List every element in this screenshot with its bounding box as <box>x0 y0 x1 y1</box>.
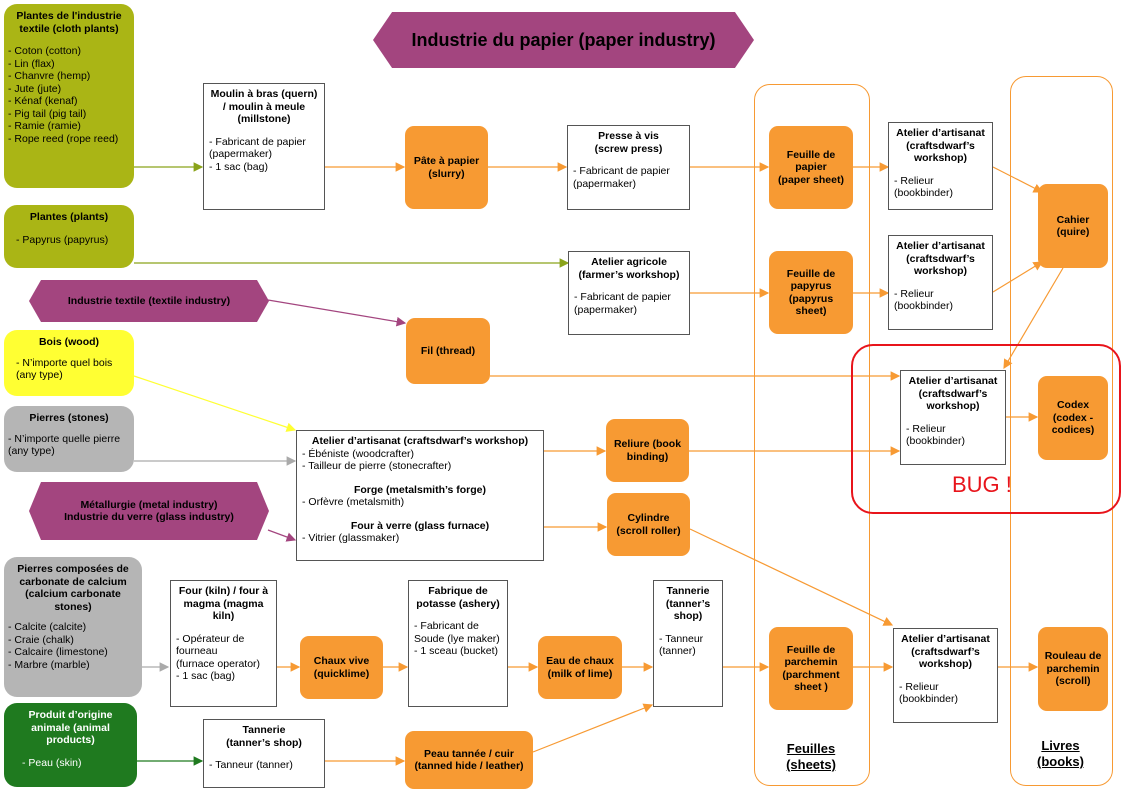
product-book-binding: Reliure (book binding) <box>606 419 689 482</box>
workshop-title: Atelier d’artisanat (craftsdwarf’s works… <box>896 127 985 164</box>
forge-items: - Orfèvre (metalsmith) <box>302 496 405 508</box>
product-slurry: Pâte à papier (slurry) <box>405 126 488 209</box>
edge-textile-to-thread <box>267 299 407 327</box>
workshop-title: Tannerie (tanner’s shop) <box>665 585 711 622</box>
edge-craft1-to-quire <box>992 166 1044 193</box>
workshop-items: - Relieur (bookbinder) <box>899 680 958 706</box>
source-title: Produit d’origine animale (animal produc… <box>28 709 113 746</box>
workshop-title: Atelier agricole (farmer’s workshop) <box>578 256 680 281</box>
workshop-items: - Fabricant de Soude (lye maker) - 1 sce… <box>414 620 500 657</box>
workshop-items: - Relieur (bookbinder) <box>906 422 965 448</box>
product-quire: Cahier (quire) <box>1038 184 1108 268</box>
source-title: Plantes (plants) <box>29 211 109 223</box>
furnace-items: - Vitrier (glassmaker) <box>302 532 400 544</box>
workshop-craftsdwarf-3: Atelier d’artisanat (craftsdwarf’s works… <box>900 370 1006 465</box>
source-metal-glass-industry: Métallurgie (metal industry) Industrie d… <box>29 482 269 540</box>
bug-highlight <box>851 344 1121 514</box>
workshop-craftsdwarf-1: Atelier d’artisanat (craftsdwarf’s works… <box>888 122 993 210</box>
workshop-title: Moulin à bras (quern) / moulin à meule (… <box>210 88 318 125</box>
source-calcium-carbonate: Pierres composées de carbonate de calciu… <box>4 557 142 697</box>
workshop-kiln: Four (kiln) / four à magma (magma kiln) … <box>170 580 277 707</box>
workshop-ashery: Fabrique de potasse (ashery) - Fabricant… <box>408 580 508 707</box>
workshop-title: Atelier d’artisanat (craftsdwarf’s works… <box>901 633 990 670</box>
source-items: - N’importe quel bois (any type) <box>16 356 113 382</box>
product-tanned-hide: Peau tannée / cuir (tanned hide / leathe… <box>405 731 533 789</box>
product-paper-sheet: Feuille de papier (paper sheet) <box>769 126 853 209</box>
product-papyrus-sheet: Feuille de papyrus (papyrus sheet) <box>769 251 853 334</box>
bug-label: BUG ! <box>952 472 1012 497</box>
workshop-items: - Opérateur de fourneau (furnace operato… <box>176 632 261 683</box>
source-items: - Papyrus (papyrus) <box>16 233 109 246</box>
workshop-title: Four (kiln) / four à magma (magma kiln) <box>178 585 269 622</box>
source-textile-industry: Industrie textile (textile industry) <box>29 280 269 322</box>
product-parchment-sheet: Feuille de parchemin (parchment sheet ) <box>769 627 853 710</box>
page-title: Industrie du papier (paper industry) <box>373 12 754 68</box>
workshop-tanner-top: Tannerie (tanner’s shop) - Tanneur (tann… <box>653 580 723 707</box>
sheets-column <box>754 84 870 786</box>
workshop-items: - Fabricant de papier (papermaker) - 1 s… <box>209 135 306 173</box>
source-items: - Peau (skin) <box>22 756 82 769</box>
source-cloth-plants: Plantes de l'industrie textile (cloth pl… <box>4 4 134 188</box>
workshop-craftsdwarf-main: Atelier d’artisanat (craftsdwarf’s works… <box>296 430 544 561</box>
source-title: Pierres (stones) <box>29 412 109 424</box>
workshop-quern: Moulin à bras (quern) / moulin à meule (… <box>203 83 325 210</box>
product-quicklime: Chaux vive (quicklime) <box>300 636 383 699</box>
source-items: - Calcite (calcite) - Craie (chalk) - Ca… <box>8 621 108 671</box>
sheets-column-label: Feuilles (sheets) <box>786 741 836 772</box>
source-animal-products: Produit d’origine animale (animal produc… <box>4 703 137 787</box>
source-title: Plantes de l'industrie textile (cloth pl… <box>16 10 122 35</box>
forge-title: Forge (metalsmith’s forge) <box>353 483 487 496</box>
workshop-items: - Tanneur (tanner) <box>209 759 293 771</box>
source-wood: Bois (wood) - N’importe quel bois (any t… <box>4 330 134 396</box>
workshop-title: Fabrique de potasse (ashery) <box>416 585 500 610</box>
edge-roller-to-craft4 <box>689 528 894 626</box>
workshop-title: Atelier d’artisanat (craftsdwarf’s works… <box>896 240 985 277</box>
workshop-title: Presse à vis (screw press) <box>594 130 663 155</box>
workshop-craftsdwarf-4: Atelier d’artisanat (craftsdwarf’s works… <box>893 628 998 723</box>
source-items: - N’importe quelle pierre (any type) <box>8 432 121 458</box>
source-title: Bois (wood) <box>38 336 100 348</box>
source-title: Pierres composées de carbonate de calciu… <box>17 563 129 613</box>
workshop-farmer: Atelier agricole (farmer’s workshop) - F… <box>568 251 690 335</box>
product-scroll-roller: Cylindre (scroll roller) <box>607 493 690 556</box>
edge-wood-to-craft <box>133 375 297 432</box>
source-items: - Coton (cotton) - Lin (flax) - Chanvre … <box>8 45 119 145</box>
workshop-items: - Fabricant de papier (papermaker) <box>573 165 670 190</box>
workshop-craftsdwarf-2: Atelier d’artisanat (craftsdwarf’s works… <box>888 235 993 330</box>
workshop-items: - Relieur (bookbinder) <box>894 174 953 200</box>
workshop-tanner-bottom: Tannerie (tanner’s shop) - Tanneur (tann… <box>203 719 325 788</box>
workshop-items: - Ébéniste (woodcrafter) - Tailleur de p… <box>302 447 452 473</box>
workshop-items: - Fabricant de papier (papermaker) <box>574 291 671 316</box>
workshop-screw-press: Presse à vis (screw press) - Fabricant d… <box>567 125 690 210</box>
workshop-title: Atelier d’artisanat (craftsdwarf’s works… <box>311 435 529 447</box>
source-stones: Pierres (stones) - N’importe quelle pier… <box>4 406 134 472</box>
workshop-items: - Tanneur (tanner) <box>659 632 704 658</box>
workshop-title: Tannerie (tanner’s shop) <box>226 724 302 749</box>
edge-metal-to-craft <box>267 529 297 542</box>
books-column <box>1010 76 1113 786</box>
books-column-label: Livres (books) <box>1037 738 1084 769</box>
workshop-title: Atelier d’artisanat (craftsdwarf’s works… <box>908 375 998 412</box>
furnace-title: Four à verre (glass furnace) <box>350 519 490 532</box>
product-codex: Codex (codex - codices) <box>1038 376 1108 460</box>
product-thread: Fil (thread) <box>406 318 490 384</box>
source-plants: Plantes (plants) - Papyrus (papyrus) <box>4 205 134 268</box>
edge-hide-to-tanner <box>532 703 654 753</box>
product-scroll: Rouleau de parchemin (scroll) <box>1038 627 1108 711</box>
edge-craft2-to-quire <box>992 261 1044 293</box>
product-milk-of-lime: Eau de chaux (milk of lime) <box>538 636 622 699</box>
edge-quire-to-craft3 <box>1003 267 1064 370</box>
workshop-items: - Relieur (bookbinder) <box>894 287 953 313</box>
